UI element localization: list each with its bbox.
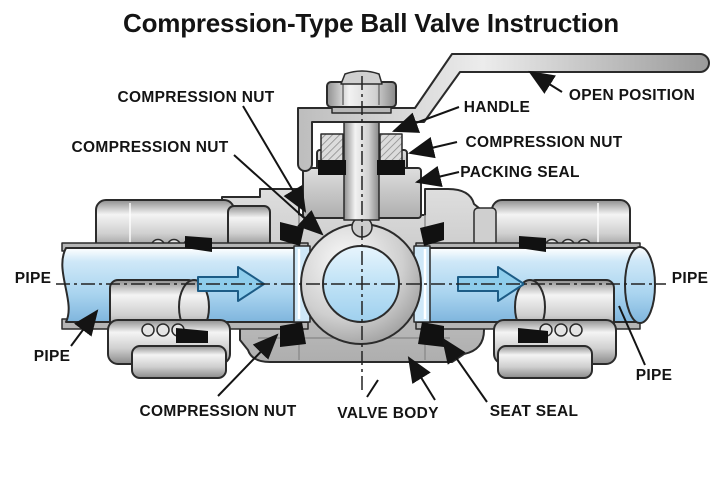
label-pipe-right-lower: PIPE <box>636 367 673 384</box>
label-open-position: OPEN POSITION <box>569 87 695 104</box>
label-compression-nut-top-left: COMPRESSION NUT <box>118 89 275 106</box>
label-pipe-right-upper: PIPE <box>672 270 709 287</box>
label-compression-nut-mid-left: COMPRESSION NUT <box>72 139 229 156</box>
label-pipe-left-lower: PIPE <box>34 348 71 365</box>
stem-assembly <box>318 119 405 221</box>
label-packing-seal: PACKING SEAL <box>460 164 580 181</box>
leader-lines <box>70 70 646 403</box>
label-handle: HANDLE <box>464 99 530 116</box>
label-pipe-left-upper: PIPE <box>15 270 52 287</box>
page-title: Compression-Type Ball Valve Instruction <box>123 8 619 38</box>
packing-seal-right <box>377 160 405 175</box>
fitting-seals <box>176 236 548 343</box>
center-lines <box>56 76 666 394</box>
label-compression-nut-bottom: COMPRESSION NUT <box>140 403 297 420</box>
label-valve-body: VALVE BODY <box>337 405 439 422</box>
left-compression-fitting-bottom <box>107 319 231 379</box>
right-compression-fitting-bottom <box>493 319 617 379</box>
packing-seal-left <box>318 160 346 175</box>
label-seat-seal: SEAT SEAL <box>490 403 579 420</box>
label-compression-nut-right: COMPRESSION NUT <box>466 134 623 151</box>
